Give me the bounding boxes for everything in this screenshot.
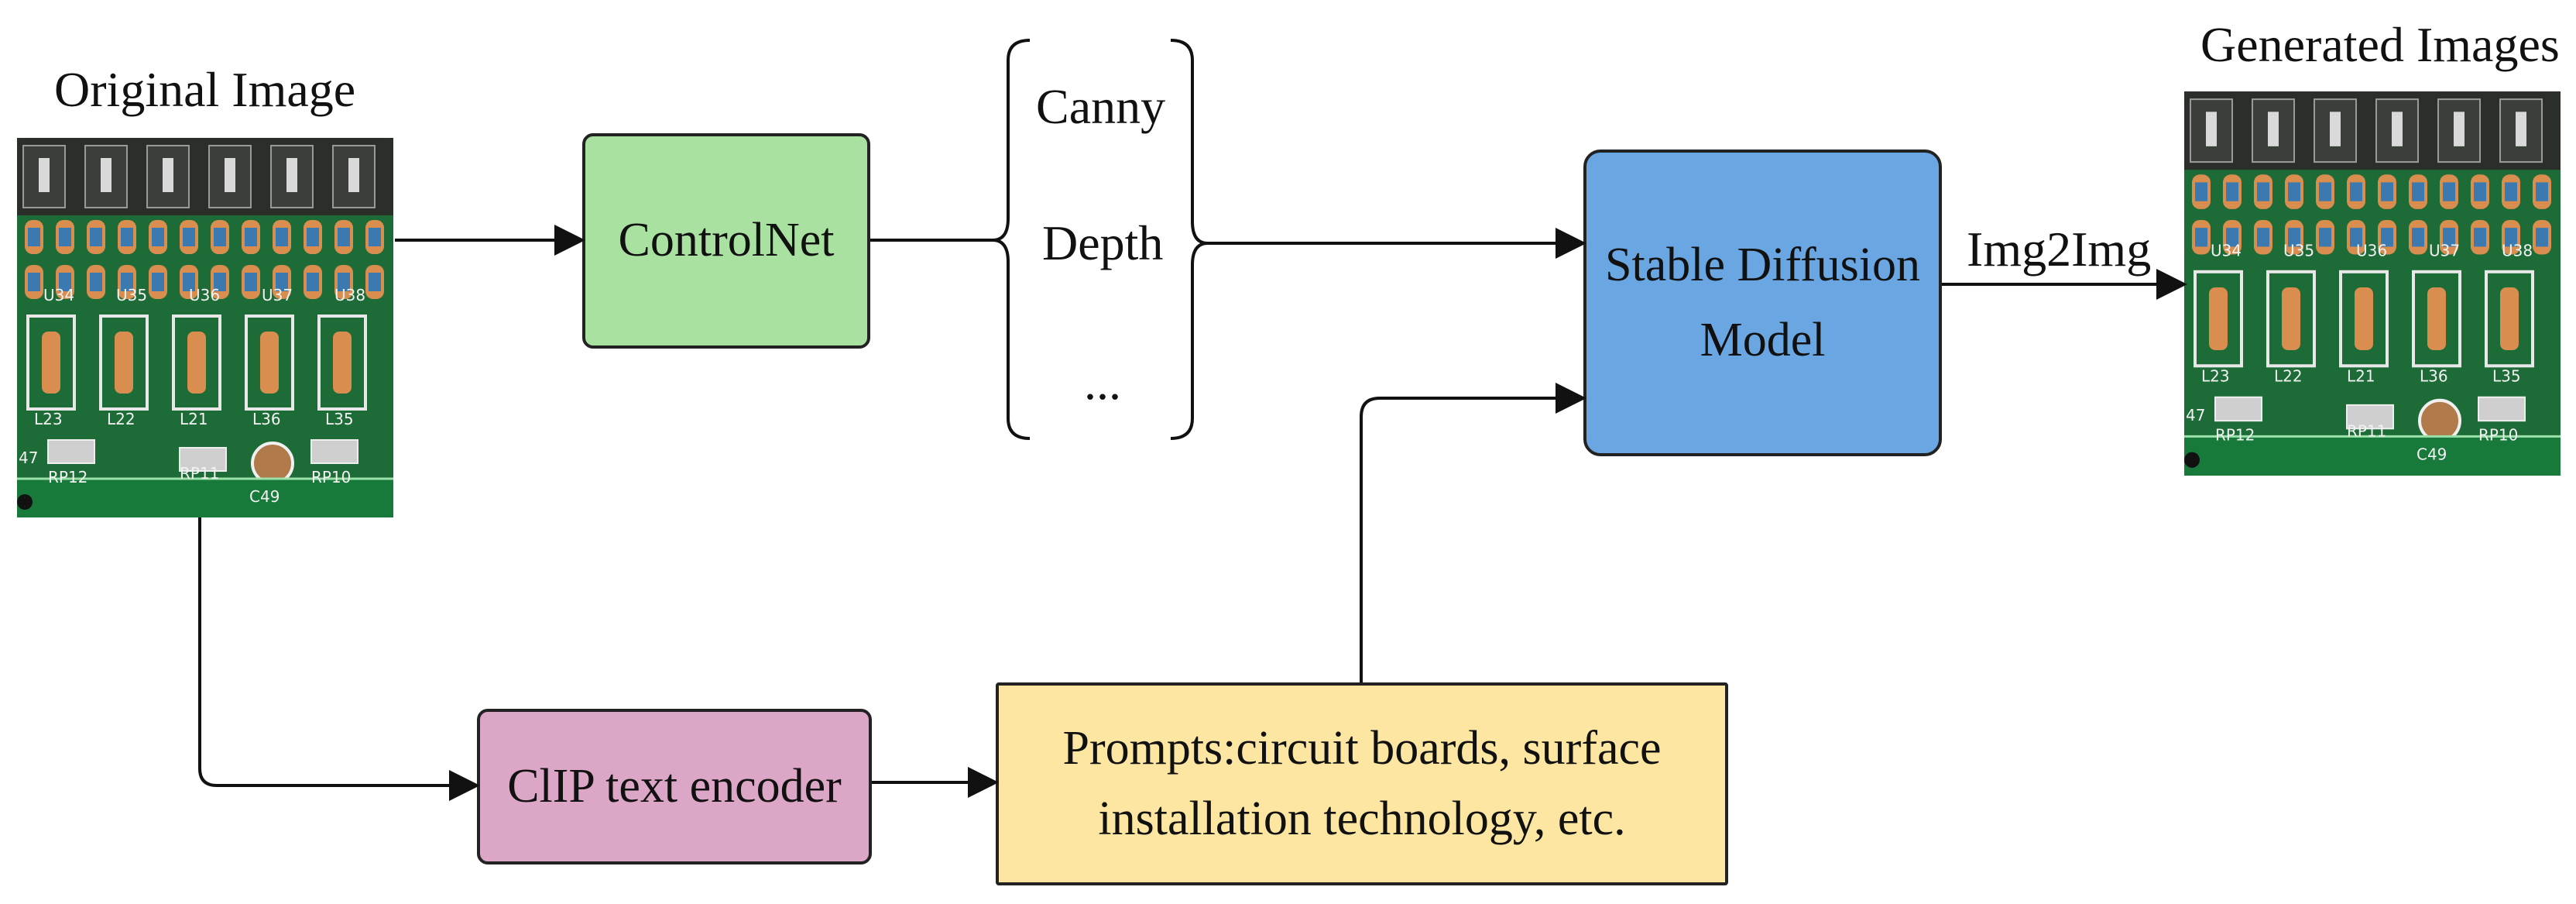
original-image-label: Original Image (54, 62, 356, 117)
arrow-image-to-clip (198, 517, 480, 801)
pcb-silkscreen-label: RP11 (180, 464, 219, 483)
pcb-silkscreen-label: L22 (107, 410, 135, 428)
img2img-label: Img2Img (1967, 222, 2152, 277)
pcb-silkscreen-label: RP10 (311, 468, 351, 486)
pcb-silkscreen-label: RP10 (2478, 425, 2518, 444)
condition-ellipsis: ... (1084, 355, 1121, 410)
pcb-silkscreen-label: L36 (2420, 366, 2448, 385)
arrow-prompts-to-sd (1360, 383, 1586, 682)
clip-label: ClIP text encoder (507, 759, 842, 813)
pcb-silkscreen-label: 47 (2186, 406, 2205, 425)
pcb-silkscreen-label: U38 (2502, 241, 2533, 260)
prompts-line1: Prompts:circuit boards, surface (1062, 721, 1662, 775)
pcb-silkscreen-label: RP11 (2347, 421, 2386, 440)
pcb-silkscreen-label: U34 (43, 286, 74, 304)
pcb-silkscreen-label: L22 (2274, 366, 2303, 385)
pcb-silkscreen-label: U38 (334, 286, 365, 304)
pcb-silkscreen-label: L21 (180, 410, 208, 428)
pcb-silkscreen-label: U36 (189, 286, 220, 304)
left-brace (992, 39, 1031, 440)
pcb-silkscreen-label: U37 (2429, 241, 2460, 260)
pcb-silkscreen-label: U35 (2283, 241, 2314, 260)
pcb-silkscreen-label: L23 (34, 410, 63, 428)
stable-diffusion-box: Stable Diffusion Model (1583, 150, 1942, 456)
pcb-silkscreen-label: RP12 (2215, 425, 2255, 444)
generated-images-label: Generated Images (2200, 17, 2560, 72)
pcb-silkscreen-label: 47 (19, 449, 38, 467)
condition-canny: Canny (1036, 79, 1166, 134)
pcb-silkscreen-label: U37 (262, 286, 293, 304)
stable-diffusion-label-line2: Model (1700, 314, 1826, 366)
pcb-silkscreen-label: L21 (2347, 366, 2375, 385)
pcb-silkscreen-label: U34 (2211, 241, 2242, 260)
pcb-silkscreen-label: C49 (249, 487, 280, 506)
controlnet-label: ControlNet (618, 214, 835, 267)
stable-diffusion-label-line1: Stable Diffusion (1605, 238, 1920, 291)
pcb-silkscreen-label: U36 (2356, 241, 2387, 260)
pcb-silkscreen-label: RP12 (48, 468, 87, 486)
prompts-box: Prompts:circuit boards, surface installa… (996, 682, 1728, 885)
clip-encoder-box: ClIP text encoder (477, 709, 872, 864)
pcb-silkscreen-label: L23 (2201, 366, 2230, 385)
pcb-silkscreen-label: L35 (2492, 366, 2521, 385)
pcb-silkscreen-label: L36 (252, 410, 281, 428)
pcb-silkscreen-label: C49 (2417, 445, 2447, 464)
right-brace (1170, 39, 1209, 440)
prompts-line2: installation technology, etc. (1098, 792, 1626, 845)
pcb-silkscreen-label: U35 (116, 286, 147, 304)
controlnet-box: ControlNet (582, 133, 870, 349)
condition-depth: Depth (1042, 215, 1164, 270)
pcb-silkscreen-label: L35 (325, 410, 354, 428)
